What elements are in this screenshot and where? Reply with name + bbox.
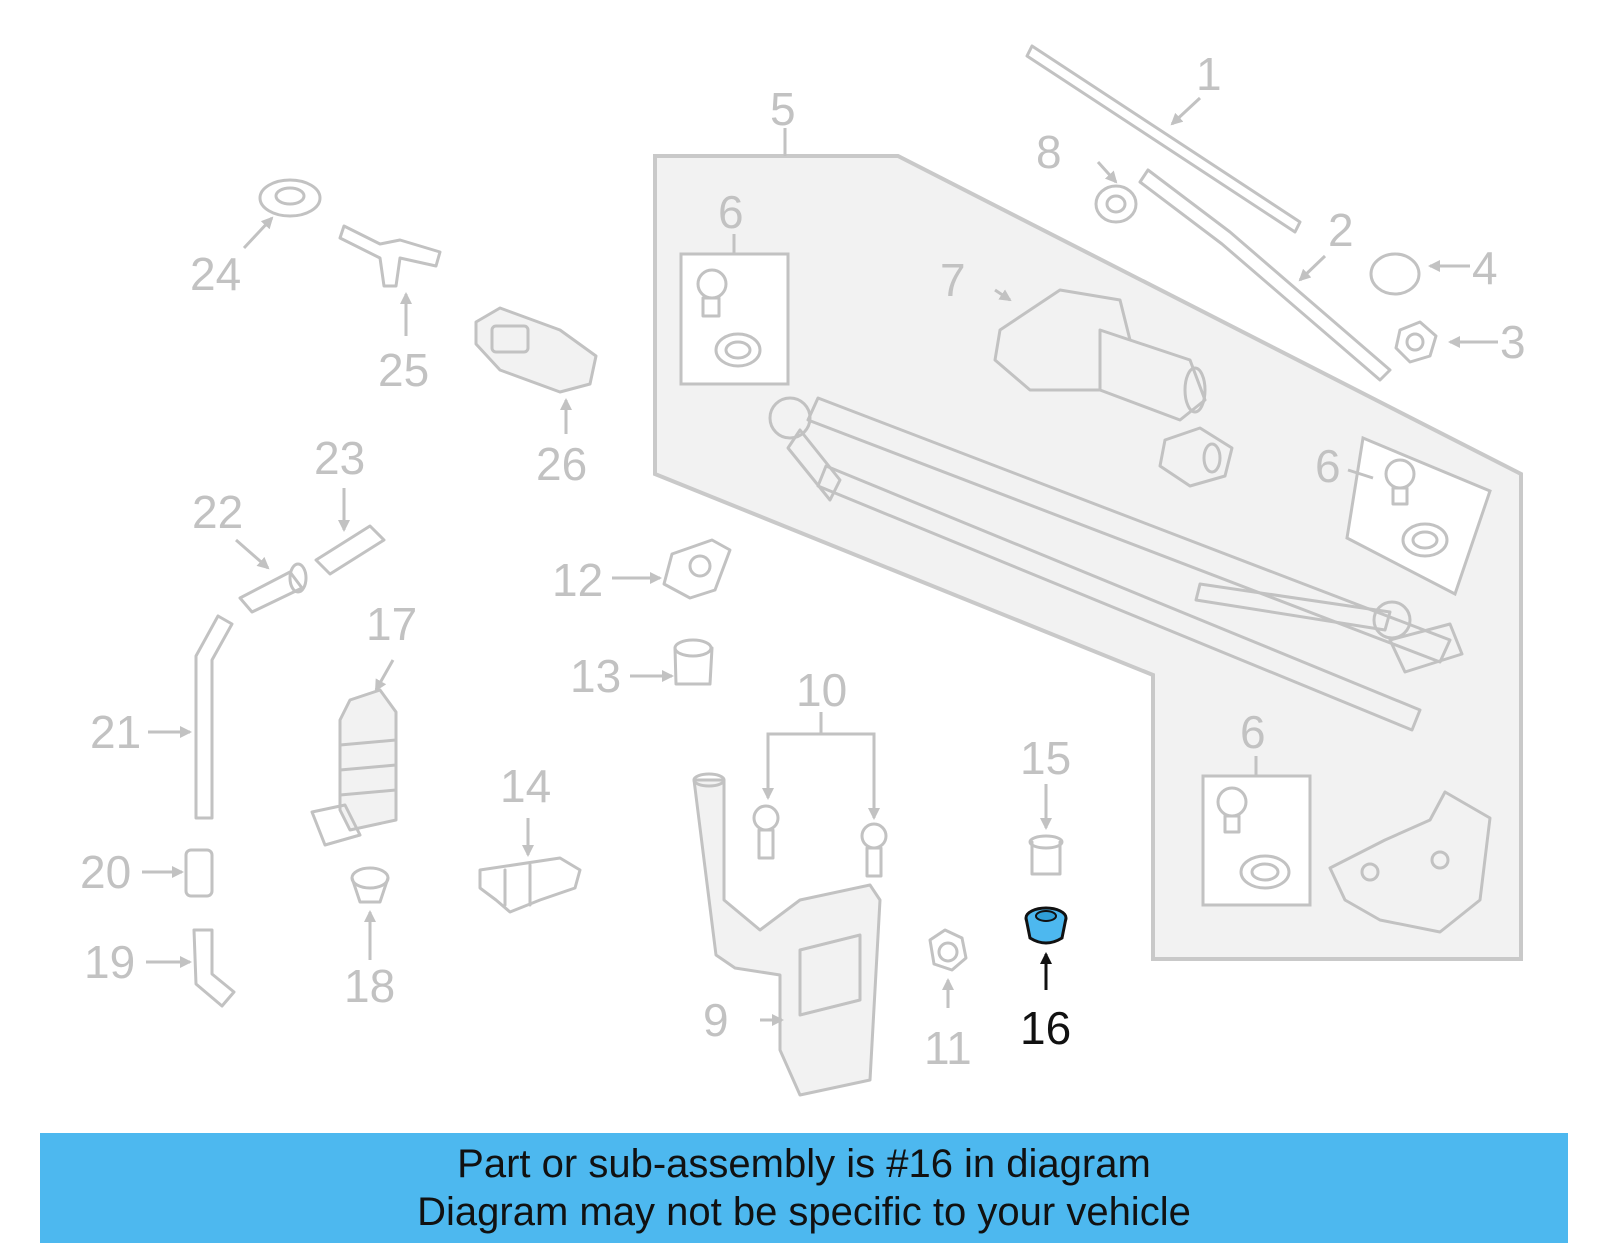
cap-4: 4 [1369, 242, 1498, 296]
callout-19[interactable]: 19 [84, 936, 135, 988]
grommet-8: 8 [1036, 126, 1138, 224]
callout-6-right[interactable]: 6 [1315, 440, 1341, 492]
callout-13[interactable]: 13 [570, 650, 621, 702]
wiper-motor-7: 7 [940, 254, 1207, 422]
grommet-18: 18 [344, 866, 395, 1012]
callout-12[interactable]: 12 [552, 554, 603, 606]
callout-7[interactable]: 7 [940, 254, 966, 306]
wiper-linkage-group-5: 5 [653, 83, 1523, 961]
linkage-bracket [1328, 790, 1492, 934]
callout-24[interactable]: 24 [190, 248, 241, 300]
screws-10: 10 [752, 664, 888, 878]
y-connector-25: 25 [338, 224, 442, 396]
banner-line-2: Diagram may not be specific to your vehi… [417, 1190, 1191, 1234]
callout-4[interactable]: 4 [1472, 242, 1498, 294]
callout-20[interactable]: 20 [80, 846, 131, 898]
washer-pump-17: 17 [310, 598, 417, 847]
pivot-bushing-kit-6-right: 6 [1315, 435, 1492, 597]
callout-10[interactable]: 10 [796, 664, 847, 716]
callout-2[interactable]: 2 [1328, 204, 1354, 256]
callout-9[interactable]: 9 [703, 994, 729, 1046]
wiper-linkage [768, 396, 1464, 732]
callout-16[interactable]: 16 [1020, 1002, 1071, 1054]
callout-21[interactable]: 21 [90, 706, 141, 758]
callout-6-lower[interactable]: 6 [1240, 706, 1266, 758]
washer-nozzle-26: 26 [474, 306, 598, 490]
callout-25[interactable]: 25 [378, 344, 429, 396]
hose-elbow-19: 19 [84, 928, 236, 1008]
motor-bushing [1158, 426, 1234, 488]
bracket-14: 14 [478, 760, 582, 914]
callout-26[interactable]: 26 [536, 438, 587, 490]
callout-22[interactable]: 22 [192, 486, 243, 538]
callout-23[interactable]: 23 [314, 432, 365, 484]
washer-reservoir-9: 9 [692, 772, 882, 1097]
part-info-banner: Part or sub-assembly is #16 in diagram D… [40, 1133, 1568, 1243]
wiper-arm-2: 2 [1138, 168, 1392, 382]
callout-15[interactable]: 15 [1020, 732, 1071, 784]
pivot-bushing-kit-6-upper-left: 6 [679, 186, 790, 386]
connector-20: 20 [80, 846, 214, 898]
connector-22: 22 [192, 486, 308, 614]
banner-line-1: Part or sub-assembly is #16 in diagram [457, 1142, 1151, 1186]
callout-3[interactable]: 3 [1500, 316, 1526, 368]
callout-1[interactable]: 1 [1196, 48, 1222, 100]
connector-23: 23 [314, 432, 386, 576]
plug-15: 15 [1020, 732, 1071, 876]
washer-hose-21: 21 [90, 614, 234, 820]
cap-24: 24 [190, 178, 322, 300]
callout-18[interactable]: 18 [344, 960, 395, 1012]
wiper-blade-1: 1 [1025, 44, 1302, 234]
nut-11: 11 [924, 928, 972, 1074]
filler-cap-12: 12 [552, 538, 732, 606]
cap-13: 13 [570, 638, 714, 702]
pivot-bushing-kit-6-lower: 6 [1201, 706, 1312, 907]
callout-6-upper-left[interactable]: 6 [718, 186, 744, 238]
callout-14[interactable]: 14 [500, 760, 551, 812]
callout-17[interactable]: 17 [366, 598, 417, 650]
grommet-16-highlighted[interactable]: 16 [1020, 906, 1071, 1054]
callout-8[interactable]: 8 [1036, 126, 1062, 178]
callout-5[interactable]: 5 [770, 83, 796, 135]
callout-11[interactable]: 11 [924, 1022, 972, 1074]
nut-3: 3 [1394, 316, 1526, 368]
